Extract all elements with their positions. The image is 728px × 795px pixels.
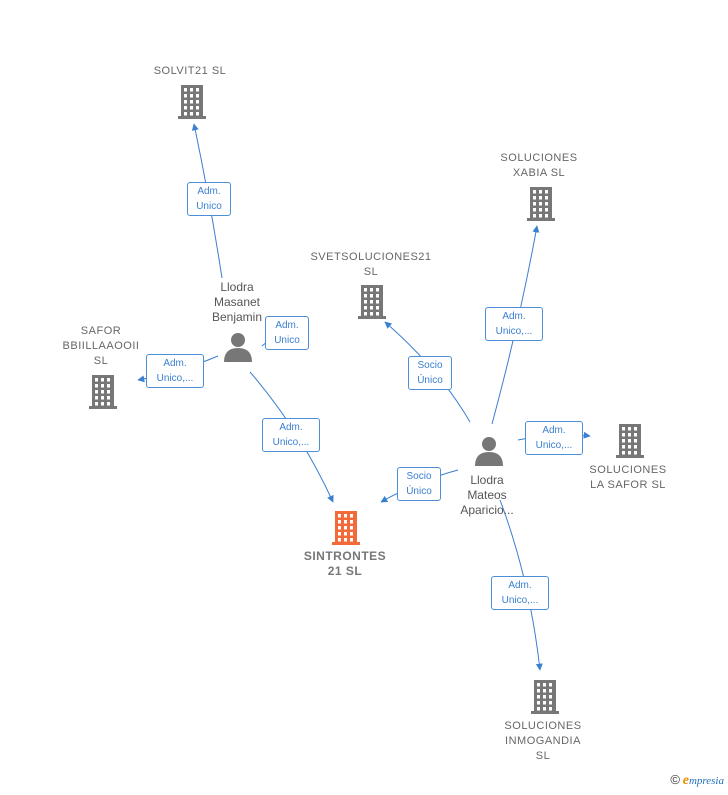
edge-label-masanet-adm: Adm. Unico <box>265 316 309 350</box>
edge-label-mateos-svet: Socio Único <box>408 356 452 390</box>
edge-label-masanet-sintrontes: Adm. Unico,... <box>262 418 320 452</box>
building-icon-soluciones-inmogandia[interactable] <box>531 680 559 714</box>
edge-label-masanet-solvit21: Adm. Unico <box>187 182 231 216</box>
person-label-llodra-mateos[interactable]: Llodra Mateos Aparicio... <box>460 473 514 517</box>
building-icon-svetsoluciones21[interactable] <box>358 285 386 319</box>
edge-label-mateos-lasafor: Adm. Unico,... <box>525 421 583 455</box>
company-label-soluciones-xabia[interactable]: SOLUCIONES XABIA SL <box>500 152 578 179</box>
company-label-solvit21[interactable]: SOLVIT21 SL <box>153 65 227 77</box>
brand-logo-text: mpresia <box>688 775 724 787</box>
copyright-icon: © <box>670 772 680 787</box>
person-icon-llodra-masanet[interactable] <box>224 333 252 362</box>
building-icon-solvit21[interactable] <box>178 85 206 119</box>
icons-layer <box>89 85 644 714</box>
building-icon-sintrontes21[interactable] <box>332 511 360 545</box>
edge-label-mateos-inmogandia: Adm. Unico,... <box>491 576 549 610</box>
person-icon-llodra-mateos[interactable] <box>475 437 503 466</box>
edge-label-mateos-sintrontes: Socio Único <box>397 467 441 501</box>
building-icon-soluciones-xabia[interactable] <box>527 187 555 221</box>
building-icon-safor-bbiillaaooii[interactable] <box>89 375 117 409</box>
company-label-svetsoluciones21[interactable]: SVETSOLUCIONES21 SL <box>310 251 432 278</box>
company-label-soluciones-la-safor[interactable]: SOLUCIONES LA SAFOR SL <box>589 464 667 491</box>
company-label-safor-bbiillaaooii[interactable]: SAFOR BBIILLAAOOII SL <box>62 325 140 367</box>
company-label-sintrontes21[interactable]: SINTRONTES 21 SL <box>303 549 387 578</box>
company-label-soluciones-inmogandia[interactable]: SOLUCIONES INMOGANDIA SL <box>504 720 582 762</box>
brand-logo-letter: e <box>682 773 689 788</box>
building-icon-soluciones-la-safor[interactable] <box>616 424 644 458</box>
edge-label-mateos-xabia: Adm. Unico,... <box>485 307 543 341</box>
edge-label-masanet-safor: Adm. Unico,... <box>146 354 204 388</box>
footer-brand: © empresia <box>670 772 724 789</box>
person-label-llodra-masanet[interactable]: Llodra Masanet Benjamin <box>211 280 263 324</box>
